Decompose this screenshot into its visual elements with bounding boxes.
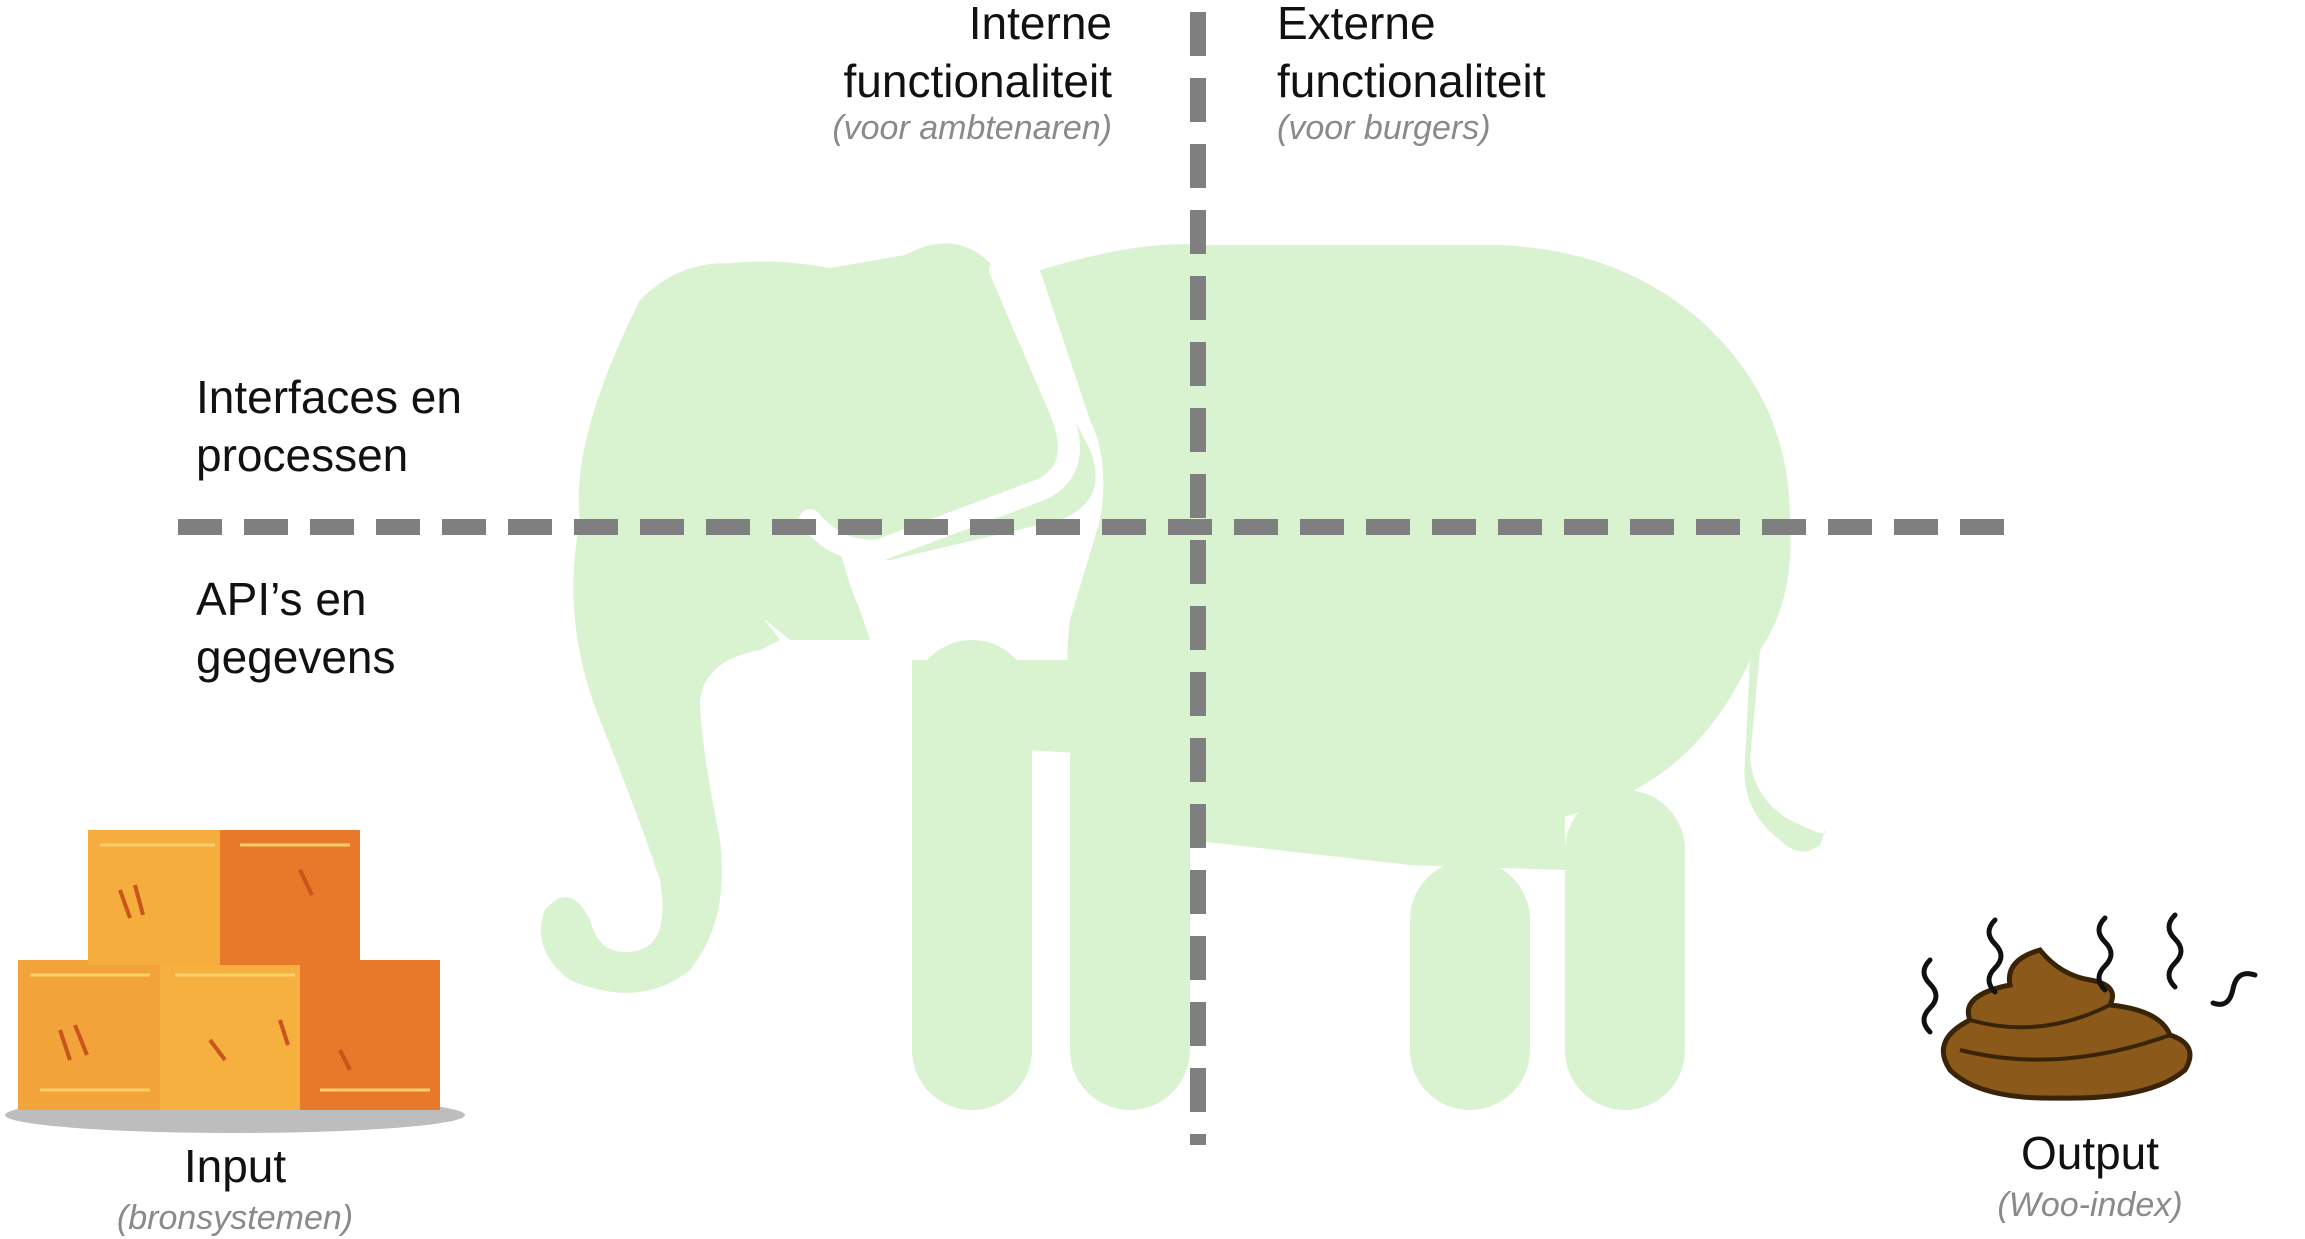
poop-icon	[1890, 890, 2305, 1120]
elephant-ear-outline	[799, 259, 1080, 562]
external-functionality-subtitle: (voor burgers)	[1277, 109, 1491, 147]
internal-functionality-title: Interne functionaliteit	[812, 0, 1113, 110]
output-title: Output	[2020, 1127, 2160, 1179]
internal-functionality-subtitle: (voor ambtenaren)	[832, 109, 1112, 147]
internal-title-line1: Interne	[968, 0, 1112, 49]
layer-upper-line2: processen	[196, 429, 409, 481]
layer-label-interfaces: Interfaces en processen	[196, 368, 516, 484]
layer-lower-line1: API’s en	[196, 573, 367, 625]
input-subtitle: (bronsystemen)	[116, 1199, 354, 1237]
external-title-line1: Externe	[1277, 0, 1436, 49]
external-title-line2: functionaliteit	[1277, 55, 1546, 107]
elephant-icon	[540, 243, 1826, 1110]
layer-lower-line2: gegevens	[196, 631, 396, 683]
layer-upper-line1: Interfaces en	[196, 371, 462, 423]
hay-bales-icon	[5, 830, 465, 1133]
output-subtitle: (Woo-index)	[1997, 1186, 2183, 1224]
input-title: Input	[183, 1140, 287, 1192]
internal-title-line2: functionaliteit	[843, 55, 1113, 107]
external-functionality-title: Externe functionaliteit	[1277, 0, 1597, 110]
layer-label-apis: API’s en gegevens	[196, 570, 516, 686]
